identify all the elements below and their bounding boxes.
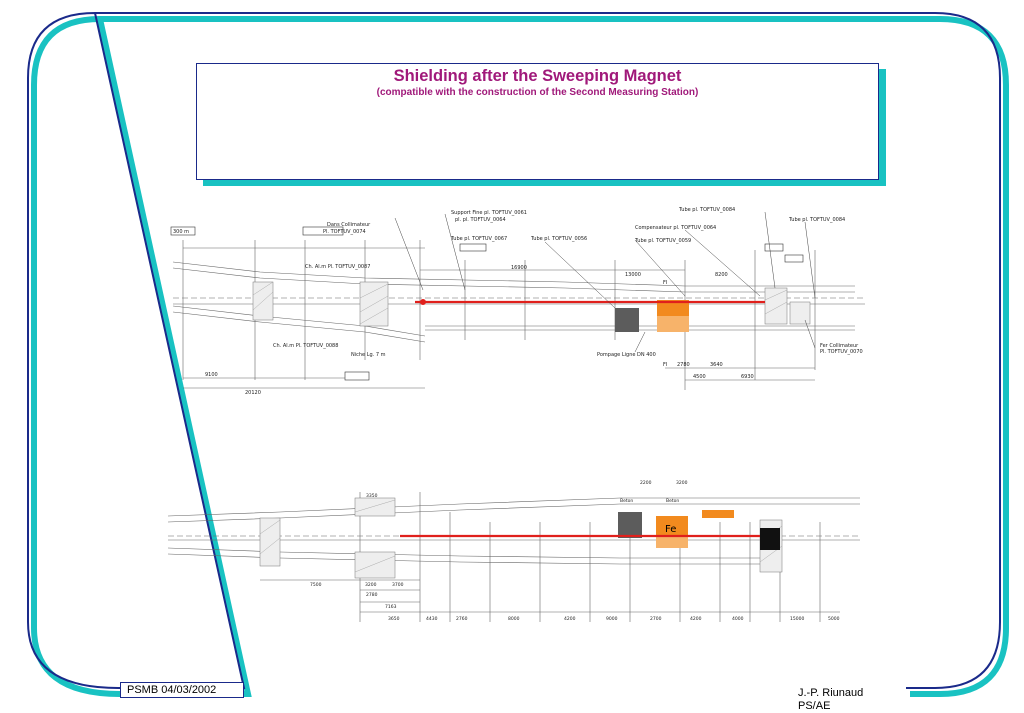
fe-label: Fe [665,524,676,535]
title-box: Shielding after the Sweeping Magnet (com… [196,63,879,180]
drawing-label: Support Fine pl. TOFTUV_0061 [451,210,527,216]
footer-author-name: J.-P. Riunaud [798,687,864,699]
drawing-label: 4500 [693,374,706,380]
slide-title: Shielding after the Sweeping Magnet [393,67,682,85]
drawing-label: 3650 [388,616,400,622]
technical-drawing-top: 300 m Dans Collimateur Pl. TOFTUV_0074 C… [170,207,865,396]
tunnel-wall-upper-inner [172,267,855,293]
tunnel-wall-upper-b-inner [167,503,860,523]
drawing-label: 4200 [564,616,576,622]
drawing-label: pl. pl. TOFTUV_0064 [455,217,506,223]
drawing-label: Fer Collimateur [820,343,859,349]
drawing-label: 16900 [511,265,527,271]
drawing-label: 3350 [366,493,378,499]
drawing-label: 8200 [715,272,728,278]
drawing-label: Pl. TOFTUV_0074 [323,229,366,235]
drawing-label: 2200 [640,480,652,486]
drawing-label: 7500 [310,582,322,588]
shield-block-4 [789,301,811,325]
drawing-label: 2700 [650,616,662,622]
drawing-label: Tube pl. TOFTUV_0059 [634,238,691,244]
drawing-label: Ch. Al.m Pl. TOFTUV_0087 [305,264,370,270]
drawing-label: Dans Collimateur [327,222,371,228]
tunnel-wall-lower [172,311,426,343]
drawing-label: 4430 [426,616,438,622]
drawing-label: Tube pl. TOFTUV_0084 [678,207,735,213]
drawing-label: 8000 [508,616,520,622]
drawing-label: 5000 [828,616,840,622]
drawing-label: Compensateur pl. TOFTUV_0064 [635,225,716,231]
tunnel-wall-lower-b-inner [167,547,760,559]
frame-border [27,11,1001,689]
tunnel-wall-lower-b [167,553,760,565]
drawing-label: 2760 [456,616,468,622]
shield-block-b3 [354,551,396,579]
drawing-label: Pompage Ligne DN 400 [597,352,656,358]
slide-subtitle: (compatible with the construction of the… [376,87,699,98]
tunnel-wall-lower-inner [172,305,426,337]
drawing-label: Beton [620,498,633,504]
black-collimator [760,528,780,550]
shield-block-b2 [354,497,396,517]
drawing-label: Tube pl. TOFTUV_0056 [530,236,587,242]
drawing-label: 3200 [365,582,377,588]
concrete-block [615,308,639,332]
tunnel-wall-upper-b [167,497,860,517]
concrete-block-b [618,512,642,538]
drawing-label: Beton [666,498,679,504]
footer-author-dept: PS/AE [798,700,831,712]
shield-block-3 [764,287,788,325]
drawing-label: FI [663,280,667,286]
drawing-label: 20120 [245,390,261,396]
frame-shadow [31,15,1009,697]
drawing-label: 4200 [690,616,702,622]
technical-drawing-bottom: Fe 3650 4430 2760 8000 4200 9000 2700 42… [167,480,860,622]
drawing-label: Pl. TOFTUV_0070 [820,349,863,355]
drawing-label: 4000 [732,616,744,622]
drawing-label: 13000 [625,272,641,278]
drawing-label: 6930 [741,374,754,380]
drawing-label: Tube pl. TOFTUV_0084 [788,217,845,223]
drawing-label: 7163 [385,604,397,610]
drawing-label: Niche Lg. 7 m [351,352,386,358]
drawing-label: 2780 [677,362,690,368]
beam-marker [420,299,426,305]
drawing-label: 3700 [392,582,404,588]
drawing-label: FI [663,362,667,368]
footer-date-box: PSMB 04/03/2002 [120,682,244,698]
drawing-label: 9100 [205,372,218,378]
shield-block-b1 [259,517,281,567]
iron-block-small [702,510,734,518]
footer-author: J.-P. Riunaud PS/AE [798,687,908,713]
iron-block-b [656,516,688,536]
iron-block [657,300,689,316]
drawing-label: 15000 [790,616,804,622]
drawing-label: Ch. Al.m Pl. TOFTUV_0088 [273,343,338,349]
drawing-label: 3200 [676,480,688,486]
drawing-label: 9000 [606,616,618,622]
drawing-label: 2780 [366,592,378,598]
drawing-label: Tube pl. TOFTUV_0067 [450,236,507,242]
drawing-label: 3640 [710,362,723,368]
drawing-label: 300 m [173,229,189,235]
